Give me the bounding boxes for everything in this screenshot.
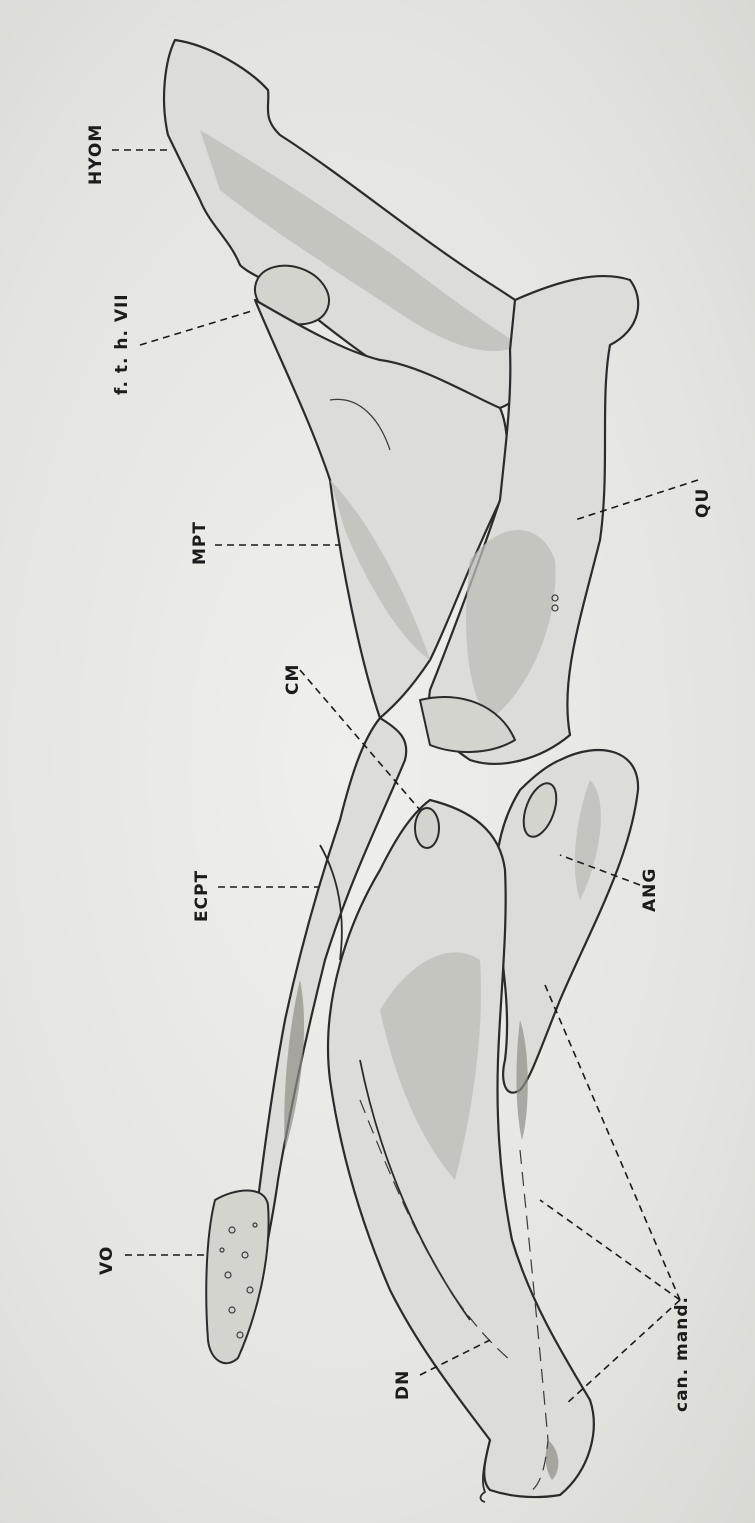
label-qu: QU [693, 488, 713, 518]
angular-bone [495, 750, 638, 1093]
label-mpt: MPT [190, 521, 210, 565]
label-hyom: HYOM [86, 124, 106, 185]
label-ang: ANG [640, 868, 660, 912]
label-fth-vii: f. t. h. VII [112, 293, 132, 395]
label-can-mand: can. mand. [672, 1296, 692, 1412]
label-dn: DN [393, 1370, 413, 1400]
cm-element [415, 808, 439, 848]
label-ecpt: ECPT [192, 870, 212, 922]
vomer-bone [206, 1190, 268, 1363]
label-vo: VO [97, 1246, 117, 1275]
label-cm: CM [283, 664, 303, 695]
